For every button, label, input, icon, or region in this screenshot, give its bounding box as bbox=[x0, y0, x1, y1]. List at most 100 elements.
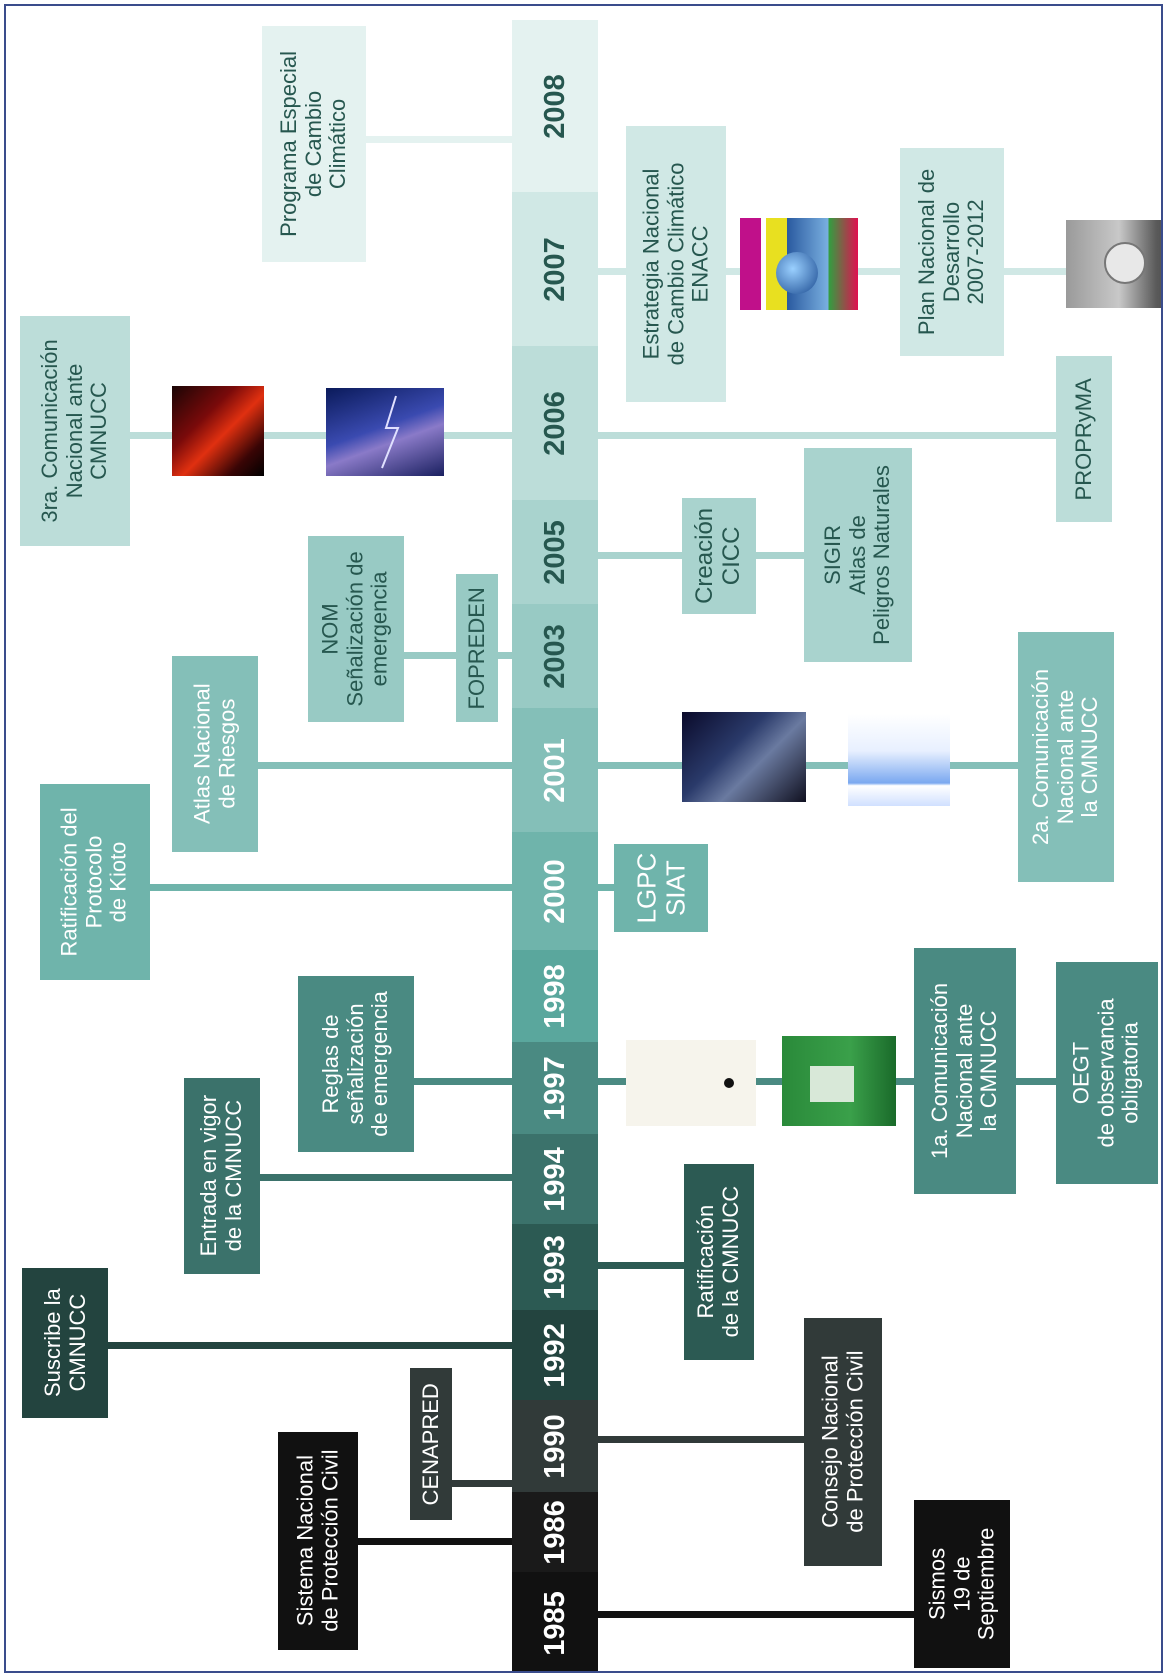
year-label: 1992 bbox=[538, 1322, 571, 1388]
connector-1986 bbox=[356, 1538, 516, 1545]
event-plan-nacional: Plan Nacional de Desarrollo 2007-2012 bbox=[900, 148, 1004, 356]
map-icon bbox=[810, 1066, 854, 1102]
year-label: 1994 bbox=[538, 1146, 571, 1212]
year-label: 1985 bbox=[538, 1591, 571, 1656]
event-label: Estrategia Nacional de Cambio Climático … bbox=[638, 162, 713, 366]
connector-2000 bbox=[146, 884, 616, 891]
event-sigir: SIGIR Atlas de Peligros Naturales bbox=[804, 448, 912, 662]
report-cover-enacc-image bbox=[740, 218, 858, 310]
event-label: CENAPRED bbox=[417, 1382, 443, 1506]
event-label: OEGT de observancia obligatoria bbox=[1069, 998, 1144, 1148]
year-2008: 2008 bbox=[512, 20, 598, 192]
event-nom-senalizacion: NOM Señalización de emergencia bbox=[308, 536, 404, 722]
event-label: Sismos 19 de Septiembre bbox=[924, 1527, 999, 1641]
event-label: Ratificación de la CMNUCC bbox=[693, 1186, 743, 1338]
timeline-diagram: 2008 2007 2006 2005 2003 2001 2000 1998 … bbox=[4, 4, 1163, 1673]
event-label: Creación CICC bbox=[691, 507, 746, 605]
year-2001: 2001 bbox=[512, 708, 598, 832]
event-label: Reglas de señalización de emergencia bbox=[318, 991, 393, 1137]
year-label: 2005 bbox=[538, 519, 571, 585]
year-2000: 2000 bbox=[512, 832, 598, 950]
event-primera-comunicacion: 1a. Comunicación Nacional ante la CMNUCC bbox=[914, 948, 1016, 1194]
event-label: Suscribe la CMNUCC bbox=[39, 1288, 89, 1398]
year-label: 1990 bbox=[538, 1413, 571, 1479]
event-ratificacion-cmnucc: Ratificación de la CMNUCC bbox=[684, 1164, 754, 1360]
year-label: 1997 bbox=[538, 1055, 571, 1121]
event-reglas-senalizacion: Reglas de señalización de emergencia bbox=[298, 976, 414, 1152]
globe-icon bbox=[776, 252, 818, 294]
event-label: 2a. Comunicación Nacional ante la CMNUCC bbox=[1028, 668, 1103, 846]
connector-1990-right bbox=[596, 1436, 806, 1443]
event-cenapred: CENAPRED bbox=[410, 1368, 452, 1520]
event-label: PROPRyMA bbox=[1070, 377, 1096, 501]
lightning-icon bbox=[381, 395, 400, 469]
year-label: 2007 bbox=[538, 236, 571, 302]
year-1998: 1998 bbox=[512, 950, 598, 1042]
event-sismos: Sismos 19 de Septiembre bbox=[914, 1500, 1010, 1668]
event-label: FOPREDEN bbox=[463, 586, 489, 710]
year-label: 2001 bbox=[538, 737, 571, 803]
event-fopreden: FOPREDEN bbox=[456, 574, 498, 722]
year-2006: 2006 bbox=[512, 346, 598, 500]
year-label: 2008 bbox=[538, 73, 571, 139]
connector-1985 bbox=[596, 1611, 916, 1618]
event-label: SIGIR Atlas de Peligros Naturales bbox=[820, 465, 895, 645]
connector-2008 bbox=[366, 136, 516, 143]
report-cover-storm-image bbox=[326, 388, 444, 476]
report-cover-white-image bbox=[626, 1040, 756, 1126]
year-label: 2006 bbox=[538, 390, 571, 456]
event-lgpc-siat: LGPC SIAT bbox=[614, 844, 708, 932]
year-label: 1993 bbox=[538, 1234, 571, 1300]
event-label: Ratificación del Protocolo de Kioto bbox=[57, 807, 132, 957]
year-2007: 2007 bbox=[512, 192, 598, 346]
report-cover-blue-image bbox=[848, 714, 950, 806]
event-creacion-cicc: Creación CICC bbox=[682, 498, 756, 614]
seal-icon bbox=[1104, 242, 1146, 284]
event-oegt: OEGT de observancia obligatoria bbox=[1056, 962, 1158, 1184]
year-1986: 1986 bbox=[512, 1492, 598, 1572]
event-entrada-vigor: Entrada en vigor de la CMNUCC bbox=[184, 1078, 260, 1274]
report-cover-green-image bbox=[782, 1036, 896, 1126]
event-label: Plan Nacional de Desarrollo 2007-2012 bbox=[914, 168, 989, 336]
report-cover-dark-image bbox=[682, 712, 806, 802]
event-label: Consejo Nacional de Protección Civil bbox=[817, 1350, 867, 1534]
event-consejo-nacional: Consejo Nacional de Protección Civil bbox=[804, 1318, 882, 1566]
connector-1992 bbox=[106, 1342, 516, 1349]
event-label: LGPC SIAT bbox=[630, 852, 690, 924]
year-2003: 2003 bbox=[512, 604, 598, 708]
event-label: Sistema Nacional de Protección Civil bbox=[292, 1449, 342, 1633]
event-label: 1a. Comunicación Nacional ante la CMNUCC bbox=[927, 982, 1002, 1160]
year-label: 2000 bbox=[538, 858, 571, 924]
event-tercera-comunicacion: 3ra. Comunicación Nacional ante CMNUCC bbox=[20, 316, 130, 546]
event-programa-especial: Programa Especial de Cambio Climático bbox=[262, 26, 366, 262]
dot-icon bbox=[724, 1078, 734, 1088]
connector-1990-left bbox=[446, 1480, 516, 1487]
connector-1994 bbox=[256, 1174, 516, 1181]
year-label: 1986 bbox=[538, 1499, 571, 1565]
event-segunda-comunicacion: 2a. Comunicación Nacional ante la CMNUCC bbox=[1018, 632, 1114, 882]
event-propryma: PROPRyMA bbox=[1056, 356, 1112, 522]
event-label: 3ra. Comunicación Nacional ante CMNUCC bbox=[37, 339, 112, 523]
report-cover-red-image bbox=[172, 386, 264, 476]
year-label: 1998 bbox=[538, 963, 571, 1029]
event-sistema-nacional: Sistema Nacional de Protección Civil bbox=[278, 1432, 358, 1650]
year-1993: 1993 bbox=[512, 1224, 598, 1310]
event-atlas-nacional: Atlas Nacional de Riesgos bbox=[172, 656, 258, 852]
plan-nacional-cover-image bbox=[1066, 220, 1161, 308]
year-label: 2003 bbox=[538, 623, 571, 689]
event-estrategia-nacional: Estrategia Nacional de Cambio Climático … bbox=[626, 126, 726, 402]
year-1992: 1992 bbox=[512, 1310, 598, 1400]
event-label: Programa Especial de Cambio Climático bbox=[276, 51, 351, 237]
year-1985: 1985 bbox=[512, 1572, 598, 1671]
event-label: Atlas Nacional de Riesgos bbox=[189, 683, 240, 825]
connector-1993 bbox=[596, 1262, 696, 1269]
event-label: NOM Señalización de emergencia bbox=[318, 551, 393, 707]
year-1994: 1994 bbox=[512, 1134, 598, 1224]
year-1990: 1990 bbox=[512, 1400, 598, 1492]
year-2005: 2005 bbox=[512, 500, 598, 604]
event-label: Entrada en vigor de la CMNUCC bbox=[196, 1095, 246, 1257]
connector-2001 bbox=[256, 762, 1026, 769]
event-ratificacion-kioto: Ratificación del Protocolo de Kioto bbox=[40, 784, 150, 980]
event-suscribe: Suscribe la CMNUCC bbox=[22, 1268, 108, 1418]
year-1997: 1997 bbox=[512, 1042, 598, 1134]
